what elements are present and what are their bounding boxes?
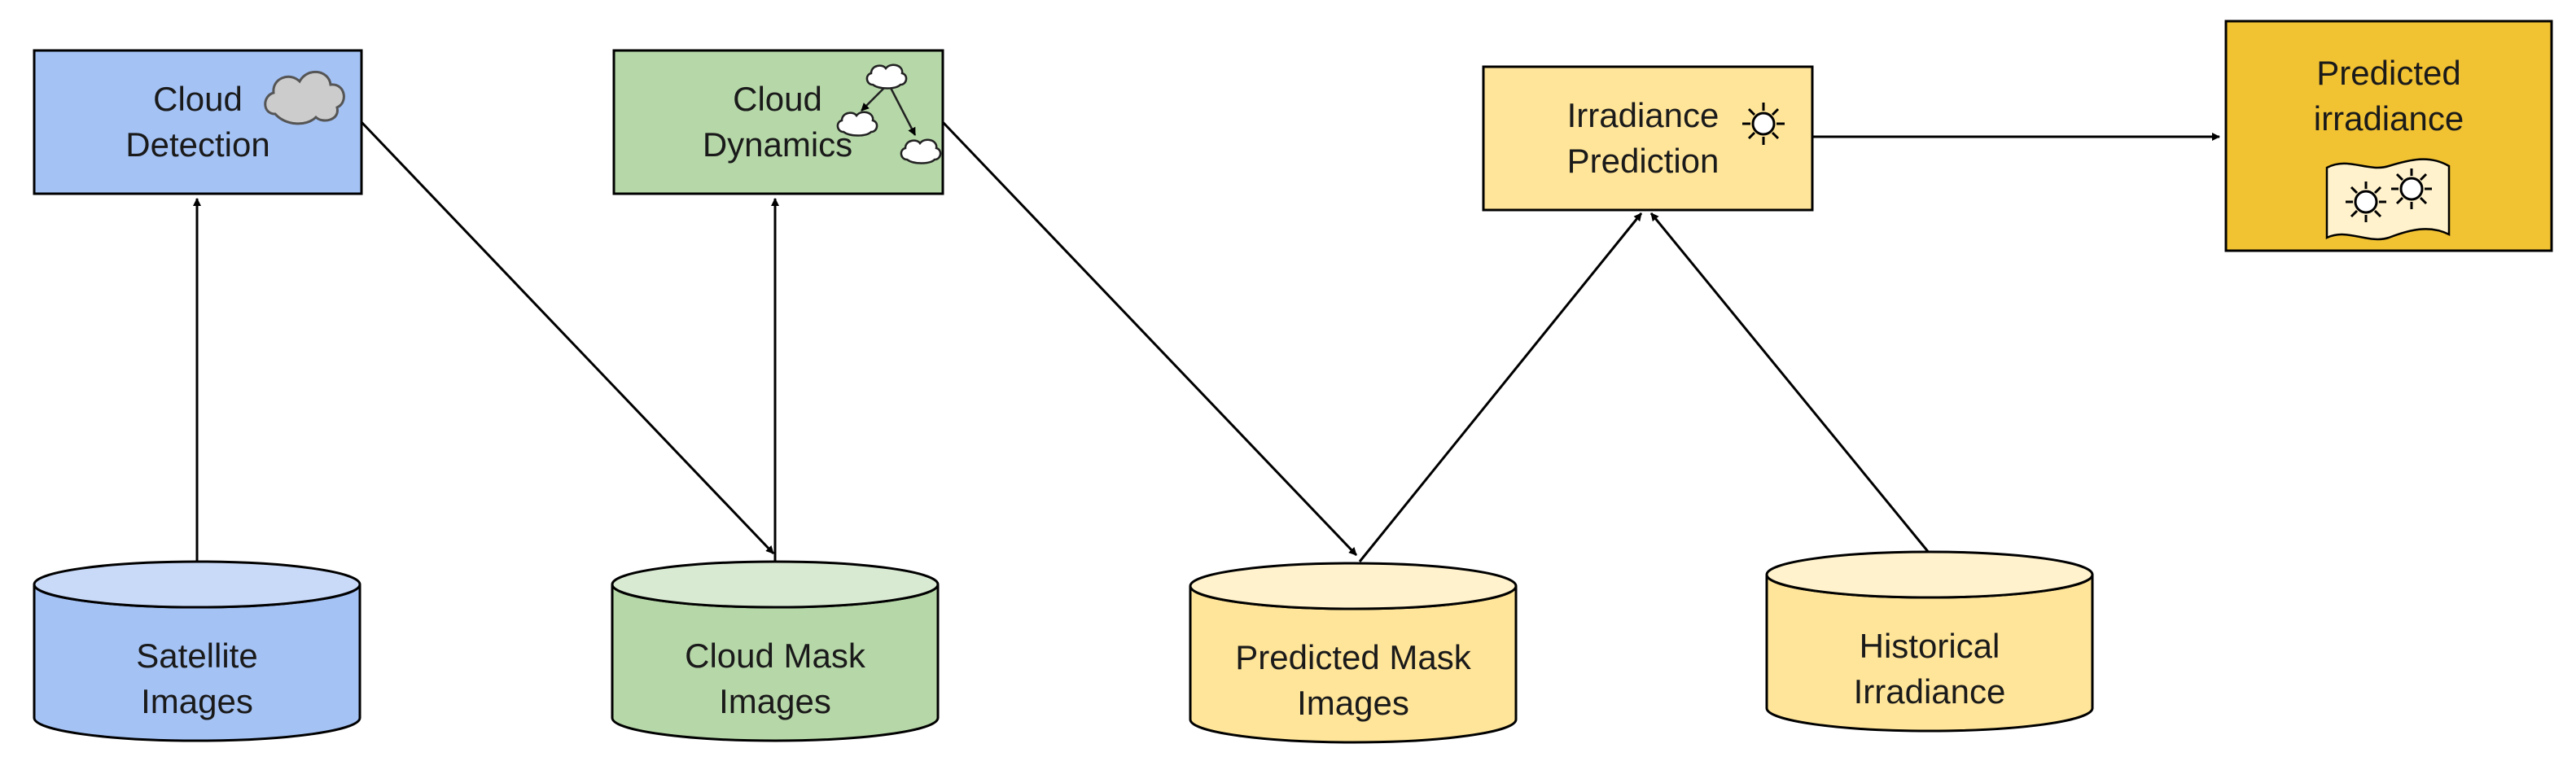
predicted-mask-images-label-line2: Images: [1297, 684, 1409, 722]
predicted-irradiance-label-line2: irradiance: [2314, 99, 2464, 138]
store-satellite-images: Satellite Images: [33, 560, 361, 742]
node-cloud-detection: Cloud Detection: [33, 49, 363, 195]
cloud-mask-images-label-line2: Images: [719, 682, 831, 720]
sun-map-icon: [2325, 158, 2451, 241]
edge-historical-to-prediction: [1649, 212, 1931, 554]
store-cloud-mask-images: Cloud Mask Images: [611, 560, 940, 742]
cloud-motion-icon: [836, 63, 942, 164]
node-cloud-dynamics: Cloud Dynamics: [612, 49, 944, 195]
cloud-dynamics-label-line2: Dynamics: [703, 125, 852, 164]
edge-predicted-mask-to-prediction: [1358, 212, 1643, 562]
edges: [193, 120, 2220, 562]
irradiance-prediction-label-line2: Prediction: [1567, 142, 1720, 180]
store-historical-irradiance: Historical Irradiance: [1765, 550, 2094, 733]
historical-irradiance-cylinder-top: [1765, 550, 2094, 599]
cloud-mask-images-cylinder-top: [611, 560, 940, 609]
satellite-images-cylinder-top: [33, 560, 361, 609]
edge-detection-to-cloud-mask: [360, 120, 775, 555]
predicted-irradiance-label-line1: Predicted: [2316, 54, 2460, 92]
predicted-mask-images-label-line1: Predicted Mask: [1235, 638, 1471, 676]
cloud-detection-label-line1: Cloud: [153, 80, 243, 118]
predicted-mask-images-cylinder-top: [1189, 562, 1518, 610]
node-irradiance-prediction: Irradiance Prediction: [1482, 65, 1814, 212]
sun-icon: [1742, 103, 1785, 145]
cloud-icon: [264, 70, 345, 125]
edge-dynamics-to-predicted-mask: [941, 120, 1358, 557]
satellite-images-label-line2: Images: [141, 682, 253, 720]
cloud-mask-images-label-line1: Cloud Mask: [685, 637, 866, 675]
irradiance-prediction-box: [1482, 65, 1814, 212]
store-predicted-mask-images: Predicted Mask Images: [1189, 562, 1518, 744]
node-predicted-irradiance: Predicted irradiance: [2224, 20, 2553, 252]
irradiance-prediction-label-line1: Irradiance: [1567, 96, 1720, 134]
cloud-dynamics-label-line1: Cloud: [733, 80, 822, 118]
historical-irradiance-label-line1: Historical: [1860, 627, 2000, 665]
satellite-images-label-line1: Satellite: [136, 637, 257, 675]
historical-irradiance-label-line2: Irradiance: [1854, 672, 2006, 711]
cloud-detection-label-line2: Detection: [125, 125, 269, 164]
